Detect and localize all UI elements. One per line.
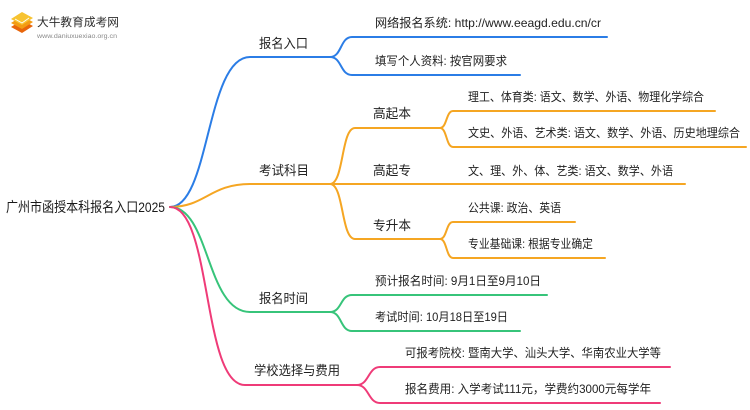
branch-school-choice-fees-lines: [169, 206, 671, 404]
site-logo: 大牛教育成考网 www.daniuxuexiao.org.cn: [11, 12, 119, 40]
topic-eligible-schools: 可报考院校: 暨南大学、汕头大学、华南农业大学等: [405, 345, 661, 360]
topic-exam-dates: 考试时间: 10月18日至19日: [375, 309, 508, 324]
connector-to-fees: [356, 384, 661, 404]
branch-registration-entry-labels: 报名入口 网络报名系统: http://www.eeagd.edu.cn/cr …: [259, 15, 601, 68]
connector-to-gaoqiben: [329, 127, 441, 185]
branch-exam-subjects-lines: [169, 110, 747, 259]
connector-to-expected-registration-period: [329, 294, 548, 313]
book-stack-icon: [11, 12, 33, 33]
connector-root-to-school-choice-fees: [169, 206, 358, 386]
connector-to-eligible-schools: [356, 366, 671, 386]
connector-root-to-exam-subjects: [169, 183, 331, 208]
topic-zhuanshengben-public-courses: 公共课: 政治、英语: [468, 201, 561, 215]
topic-fill-personal-info: 填写个人资料: 按官网要求: [375, 53, 507, 68]
connector-to-fill-personal-info: [329, 56, 521, 76]
topic-gaoqizhuan-all-categories: 文、理、外、体、艺类: 语文、数学、外语: [468, 163, 673, 178]
connector-root-to-registration-entry: [169, 56, 331, 208]
topic-expected-registration-period: 预计报名时间: 9月1日至9月10日: [375, 273, 541, 288]
topic-online-registration-system: 网络报名系统: http://www.eeagd.edu.cn/cr: [375, 15, 601, 30]
topic-gaoqizhuan: 高起专: [373, 163, 411, 178]
topic-fees: 报名费用: 入学考试111元，学费约3000元每学年: [405, 381, 651, 396]
connector-to-zhuanshengben: [329, 183, 441, 240]
branch-exam-subjects-labels: 考试科目 高起本 理工、体育类: 语文、数学、外语、物理化学综合 文史、外语、艺…: [259, 89, 740, 251]
connector-to-online-registration-system: [329, 36, 608, 58]
connector-to-zhuanshengben-major-basics: [439, 238, 606, 259]
connector-to-zhuanshengben-public-courses: [439, 221, 576, 240]
topic-exam-subjects: 考试科目: [259, 163, 309, 178]
connector-to-exam-dates: [329, 311, 521, 332]
connector-root-to-registration-time: [169, 206, 331, 313]
topic-zhuanshengben: 专升本: [373, 218, 411, 233]
logo-site-name: 大牛教育成考网: [37, 15, 119, 29]
topic-gaoqiben-arts-humanities: 文史、外语、艺术类: 语文、数学、外语、历史地理综合: [468, 125, 740, 140]
topic-school-choice-and-fees: 学校选择与费用: [254, 363, 340, 378]
branch-registration-time-lines: [169, 206, 548, 332]
topic-gaoqiben: 高起本: [373, 106, 411, 121]
connector-to-gaoqiben-science-sports: [439, 110, 716, 129]
branch-school-choice-fees-labels: 学校选择与费用 可报考院校: 暨南大学、汕头大学、华南农业大学等 报名费用: 入…: [254, 345, 661, 396]
branch-registration-time-labels: 报名时间 预计报名时间: 9月1日至9月10日 考试时间: 10月18日至19日: [259, 273, 541, 324]
topic-registration-entry: 报名入口: [259, 36, 308, 51]
topic-registration-time: 报名时间: [259, 291, 308, 306]
root-topic: 广州市函授本科报名入口2025: [6, 199, 165, 215]
topic-gaoqiben-science-sports: 理工、体育类: 语文、数学、外语、物理化学综合: [468, 89, 704, 104]
connector-to-gaoqiben-arts-humanities: [439, 127, 747, 148]
topic-zhuanshengben-major-basics: 专业基础课: 根据专业确定: [468, 236, 593, 251]
branch-registration-entry-lines: [169, 36, 608, 208]
logo-site-url: www.daniuxuexiao.org.cn: [36, 33, 117, 40]
